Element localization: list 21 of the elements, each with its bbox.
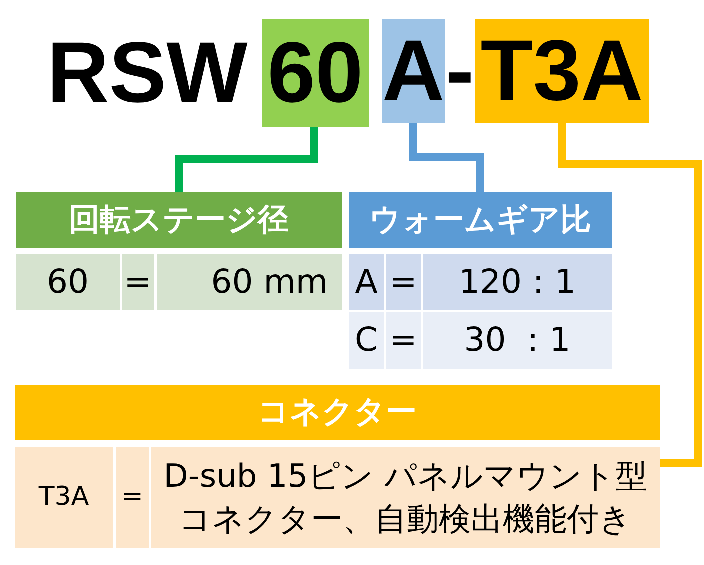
table-cell: = (116, 447, 149, 548)
connector-line (558, 123, 702, 468)
table-cell: 60 mm (157, 254, 342, 310)
code-segment-box: 60 (262, 19, 369, 127)
table-cell: T3A (15, 447, 113, 548)
hyphen-text: - (446, 28, 474, 114)
table-cell: 60 (16, 254, 120, 310)
table-header: ウォームギア比 (349, 192, 612, 248)
code-segment-box: A (382, 19, 445, 123)
table-header: 回転ステージ径 (16, 192, 342, 248)
table-cell: = (122, 254, 154, 310)
code-segment-box: T3A (475, 19, 649, 123)
table-cell: 30 ：1 (423, 312, 612, 369)
model-code-text: RSW (47, 30, 248, 116)
table-cell: = (386, 312, 421, 369)
table-cell: D-sub 15ピン パネルマウント型コネクター、自動検出機能付き (151, 447, 660, 548)
table-cell: C (349, 312, 384, 369)
table-header: コネクター (15, 385, 660, 440)
table-cell: 120：1 (423, 254, 612, 310)
table-cell: = (386, 254, 421, 310)
table-cell: A (349, 254, 384, 310)
